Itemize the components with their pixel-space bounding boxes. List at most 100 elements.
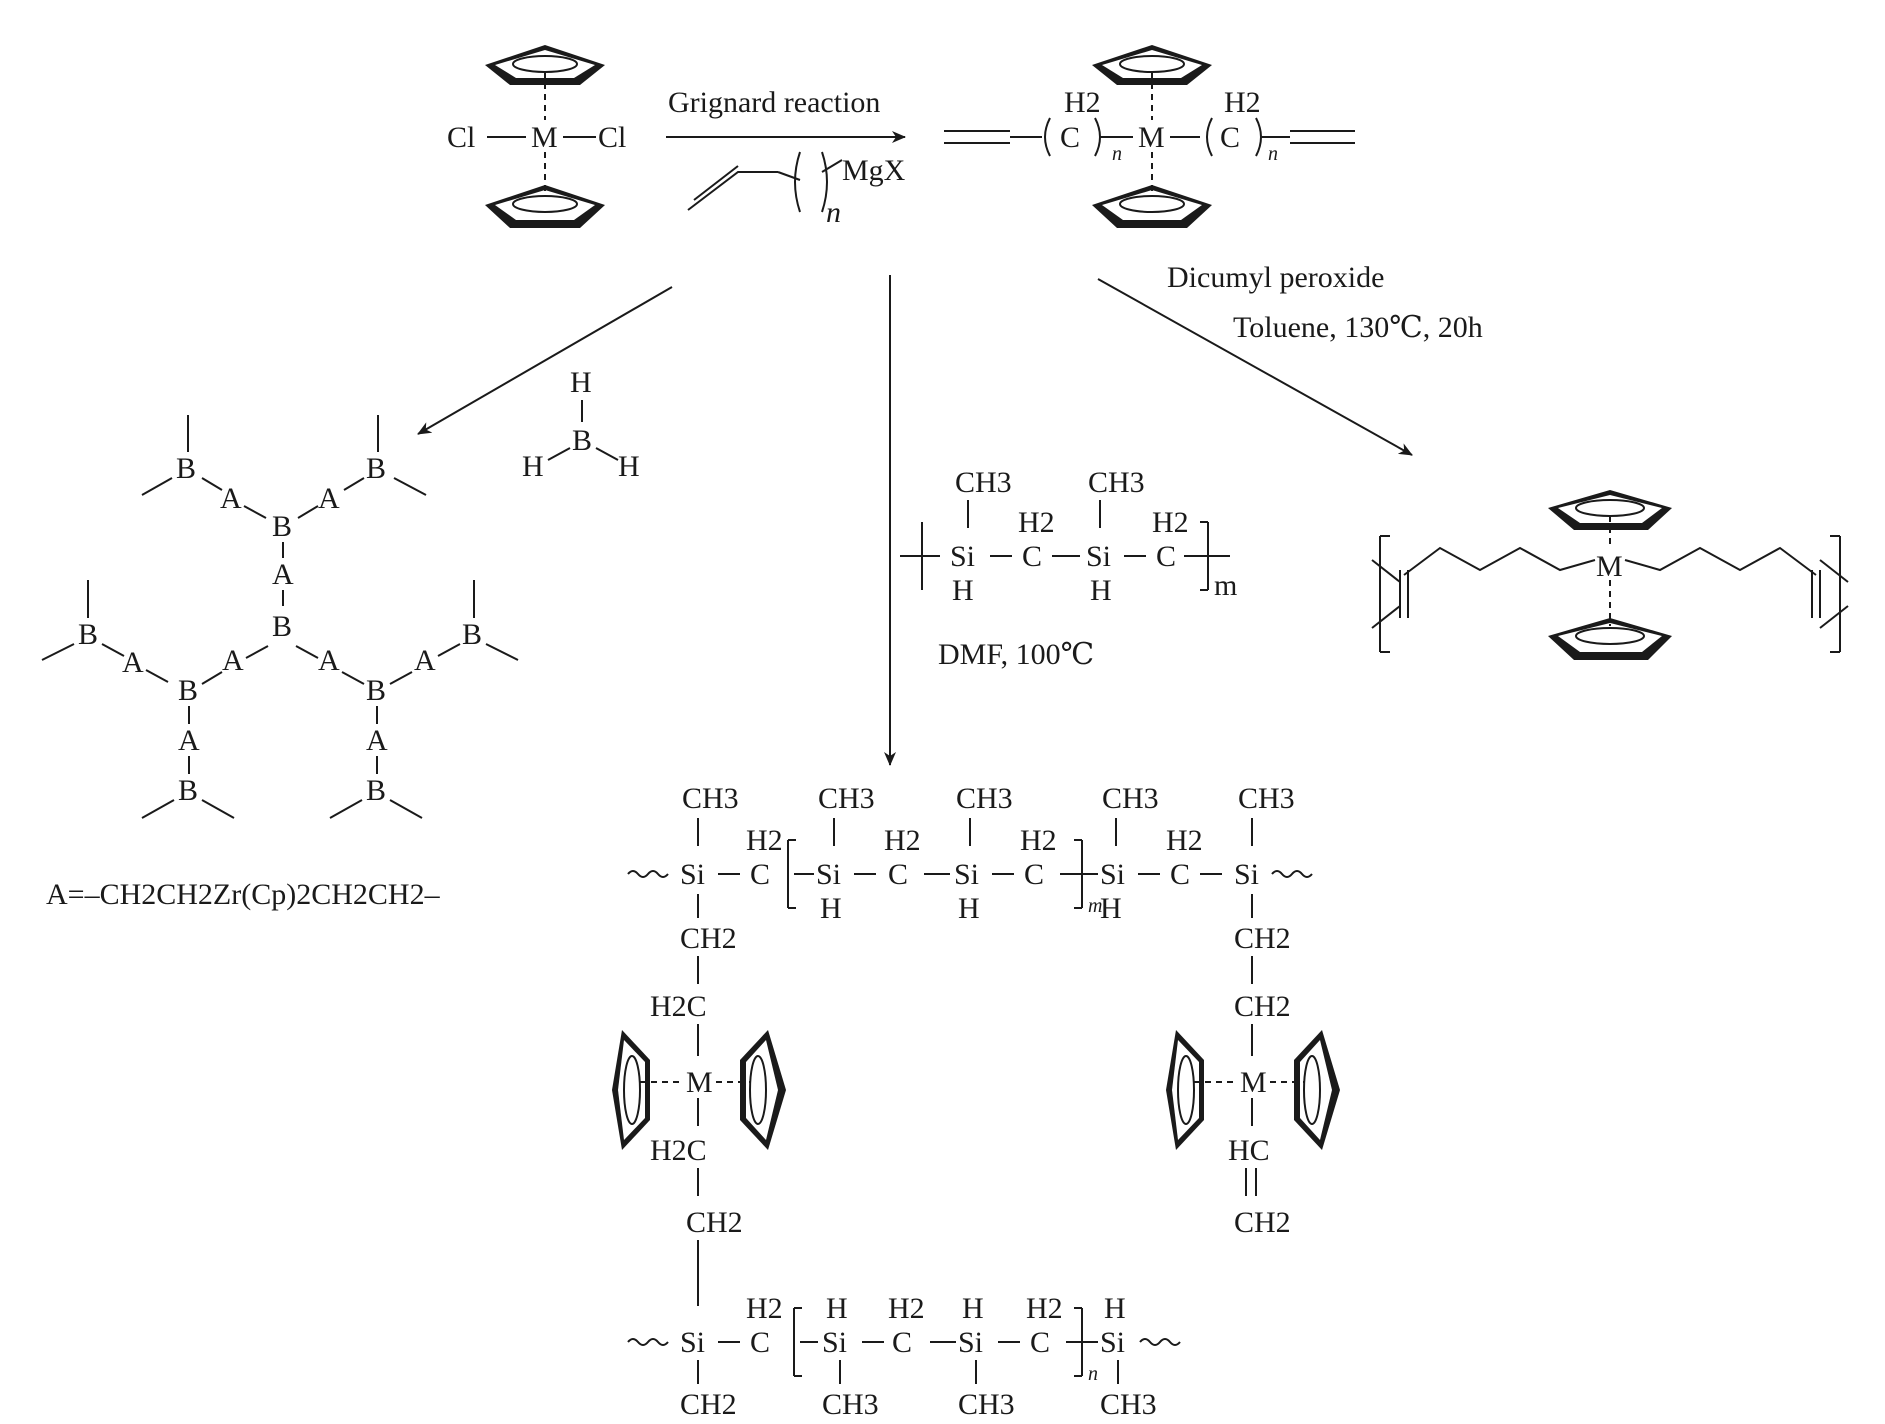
svg-text:A: A (122, 646, 144, 679)
dmf-conditions-label: DMF, 100℃ (938, 638, 1094, 671)
svg-text:H: H (962, 1292, 984, 1325)
svg-text:CH3: CH3 (958, 1388, 1015, 1421)
svg-text:CH2: CH2 (686, 1206, 743, 1239)
cp-ring-right (740, 1030, 786, 1150)
svg-text:C: C (1022, 540, 1042, 573)
svg-text:H2C: H2C (650, 1134, 707, 1167)
svg-text:m: m (1088, 895, 1102, 917)
metallocene-dialkenyl: M C H2 n C H2 n (944, 45, 1355, 228)
svg-text:CH3: CH3 (955, 466, 1012, 499)
metal-atom: M (1138, 121, 1165, 154)
toluene-conditions-label: Toluene, 130℃, 20h (1233, 311, 1483, 344)
svg-text:B: B (178, 674, 198, 707)
svg-text:CH3: CH3 (956, 782, 1013, 815)
svg-text:n: n (1268, 143, 1278, 165)
svg-text:A: A (222, 644, 244, 677)
cp-ring-bottom (1092, 185, 1212, 228)
svg-text:C: C (1170, 858, 1190, 891)
svg-text:Si: Si (680, 1326, 705, 1359)
metallocene-dichloride: M Cl Cl (447, 45, 626, 228)
svg-text:A: A (414, 644, 436, 677)
svg-text:H2: H2 (884, 824, 921, 857)
svg-text:H2: H2 (1224, 86, 1261, 119)
cp-ring-bottom (1548, 618, 1672, 660)
alkenyl-grignard-reagent: MgX n (687, 151, 906, 229)
svg-text:C: C (1024, 858, 1044, 891)
svg-text:H: H (1100, 892, 1122, 925)
svg-text:CH3: CH3 (1088, 466, 1145, 499)
mgx-label: MgX (842, 154, 906, 187)
metal-atom: M (1596, 550, 1623, 583)
svg-text:CH2: CH2 (1234, 922, 1291, 955)
svg-text:CH3: CH3 (818, 782, 875, 815)
svg-text:Si: Si (1100, 858, 1125, 891)
svg-text:B: B (272, 610, 292, 643)
a-definition-label: A=–CH2CH2Zr(Cp)2CH2CH2– (46, 878, 441, 911)
svg-text:C: C (1030, 1326, 1050, 1359)
cp-ring-top (1092, 45, 1212, 85)
repeat-n-grignard: n (826, 196, 841, 229)
metal-atom: M (531, 121, 558, 154)
svg-text:Si: Si (1100, 1326, 1125, 1359)
svg-text:Si: Si (816, 858, 841, 891)
svg-text:Si: Si (958, 1326, 983, 1359)
svg-text:B: B (572, 424, 592, 457)
svg-text:C: C (1220, 121, 1240, 154)
svg-text:A: A (318, 482, 340, 515)
svg-text:CH2: CH2 (1234, 1206, 1291, 1239)
svg-text:H: H (570, 366, 592, 399)
cp-ring-right (1294, 1030, 1340, 1150)
svg-text:A: A (220, 482, 242, 515)
svg-text:Si: Si (1234, 858, 1259, 891)
svg-text:H: H (952, 574, 974, 607)
svg-text:CH2: CH2 (680, 922, 737, 955)
svg-text:H: H (1090, 574, 1112, 607)
svg-text:A: A (366, 724, 388, 757)
svg-text:Si: Si (954, 858, 979, 891)
svg-text:C: C (750, 858, 770, 891)
crosslinked-polycarbosilane: CH3 Si H2 C CH3 Si H H2 C CH3 Si H H2 C … (612, 782, 1340, 1421)
chloro-left: Cl (447, 121, 475, 154)
svg-text:C: C (1156, 540, 1176, 573)
svg-text:Si: Si (1086, 540, 1111, 573)
svg-text:CH3: CH3 (1100, 1388, 1157, 1421)
borane-network: B A B A B A B B A B A A B A B (41, 415, 519, 819)
svg-text:CH3: CH3 (822, 1388, 879, 1421)
grignard-reaction-label: Grignard reaction (668, 86, 880, 119)
svg-text:CH2: CH2 (1234, 990, 1291, 1023)
svg-text:CH3: CH3 (1238, 782, 1295, 815)
svg-text:H2: H2 (888, 1292, 925, 1325)
svg-text:H: H (958, 892, 980, 925)
svg-text:B: B (462, 618, 482, 651)
metal-atom: M (686, 1066, 713, 1099)
polymerized-metallocene: M (1371, 490, 1849, 660)
svg-text:A: A (272, 558, 294, 591)
svg-text:H: H (522, 450, 544, 483)
svg-text:C: C (888, 858, 908, 891)
svg-text:H2: H2 (1064, 86, 1101, 119)
cp-ring-left (1166, 1030, 1204, 1150)
borane-reagent: H B H H (522, 366, 640, 483)
cp-ring-top (485, 45, 605, 85)
svg-text:HC: HC (1228, 1134, 1270, 1167)
svg-text:C: C (750, 1326, 770, 1359)
svg-text:H2: H2 (1166, 824, 1203, 857)
svg-text:C: C (1060, 121, 1080, 154)
polycarbosilane-reagent: CH3 Si H H2 C CH3 Si H H2 C m (900, 466, 1237, 607)
dicumyl-peroxide-label: Dicumyl peroxide (1167, 261, 1384, 294)
svg-text:H2: H2 (1020, 824, 1057, 857)
svg-text:A: A (318, 644, 340, 677)
svg-text:H2: H2 (746, 824, 783, 857)
svg-text:n: n (1088, 1363, 1098, 1385)
svg-text:B: B (366, 674, 386, 707)
svg-text:H2: H2 (1018, 506, 1055, 539)
svg-text:B: B (366, 774, 386, 807)
svg-text:H2: H2 (1152, 506, 1189, 539)
svg-text:B: B (78, 618, 98, 651)
svg-text:Si: Si (950, 540, 975, 573)
svg-text:Si: Si (680, 858, 705, 891)
svg-text:n: n (1112, 143, 1122, 165)
cp-ring-bottom (485, 185, 605, 228)
svg-text:CH3: CH3 (1102, 782, 1159, 815)
